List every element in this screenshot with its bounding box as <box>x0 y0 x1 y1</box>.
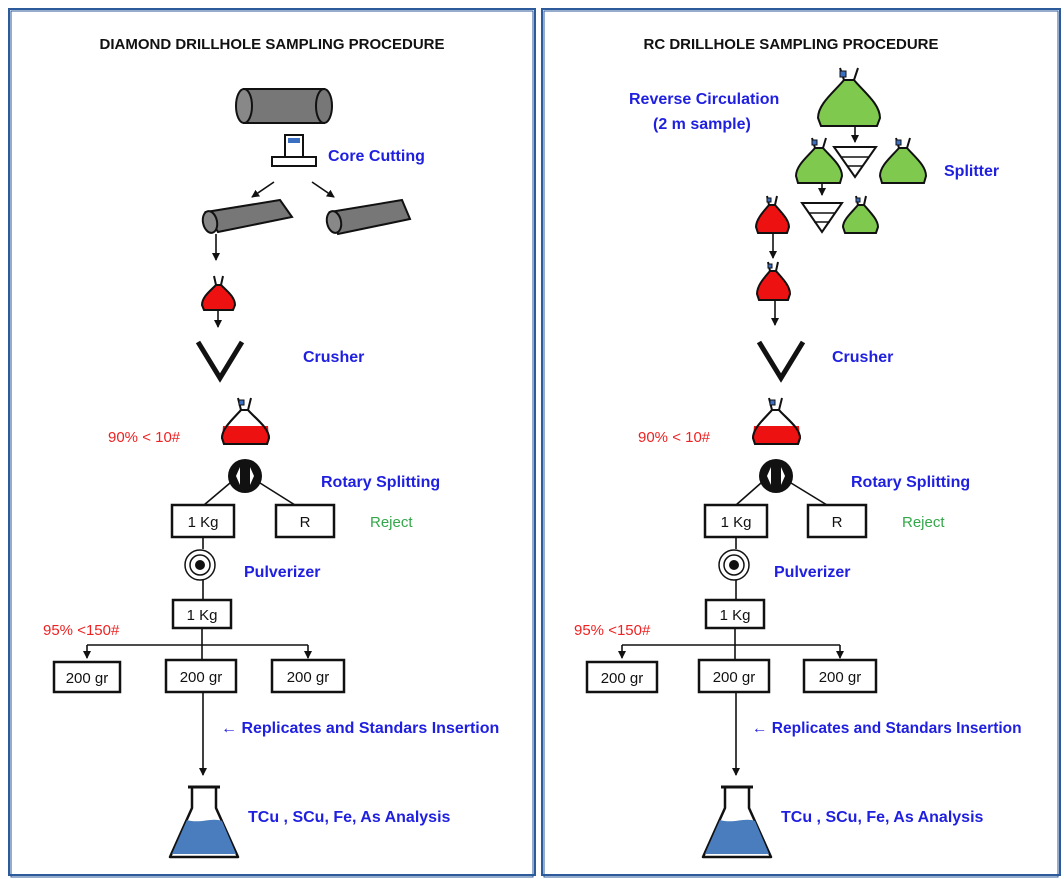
rc-analysis-label: TCu , SCu, Fe, As Analysis <box>781 809 984 826</box>
kg-box <box>170 503 236 539</box>
rc-panel-frame-inner <box>543 10 1059 878</box>
split-bag-green-small-icon <box>841 195 880 234</box>
rc-reject-box-label: R <box>832 514 843 531</box>
crusher-icon <box>195 340 245 383</box>
pulverizer-label: Pulverizer <box>244 564 320 581</box>
rc-kg-box <box>703 503 769 539</box>
split-bag-red-icon <box>754 195 791 234</box>
rc-split-box-b <box>697 658 771 694</box>
rc-panel-frame <box>541 8 1061 876</box>
rotary-splitting-label: Rotary Splitting <box>321 474 440 491</box>
split-bag-green-right-icon <box>878 137 928 184</box>
reject-box <box>274 503 336 539</box>
crusher-label: Crusher <box>303 349 364 366</box>
crush-spec-label: 90% < 10# <box>108 429 181 446</box>
rc-reject-box <box>806 503 868 539</box>
diamond-panel-frame-inner <box>10 10 534 878</box>
rc-sample-bag-icon <box>816 67 882 127</box>
rc-kg-box-2-label: 1 Kg <box>720 607 751 624</box>
rc-panel: RC DRILLHOLE SAMPLING PROCEDURE Reverse … <box>574 36 1022 859</box>
riffle-splitter-2-icon <box>800 202 844 234</box>
diamond-panel: DIAMOND DRILLHOLE SAMPLING PROCEDURE Cor… <box>43 36 499 859</box>
rotary-splitter-icon <box>228 459 262 493</box>
rc-title: RC DRILLHOLE SAMPLING PROCEDURE <box>643 36 938 53</box>
kg-box-2 <box>171 598 233 630</box>
rc-reject-label: Reject <box>902 514 945 531</box>
half-core-left-icon <box>201 198 294 234</box>
split-box-c-label: 200 gr <box>287 669 330 686</box>
kg-box-2-label: 1 Kg <box>187 607 218 624</box>
sample-size-label: (2 m sample) <box>653 116 751 133</box>
sample-bag-large-icon <box>220 397 271 445</box>
rc-crush-spec-label: 90% < 10# <box>638 429 711 446</box>
kg-box-label: 1 Kg <box>188 514 219 531</box>
rc-rotary-splitting-label: Rotary Splitting <box>851 474 970 491</box>
flask-icon <box>168 785 240 859</box>
rc-crusher-icon <box>756 340 806 383</box>
half-core-right-icon <box>325 198 412 236</box>
core-cutting-label: Core Cutting <box>328 148 425 165</box>
rc-split-box-c <box>802 658 878 694</box>
rc-split-box-c-label: 200 gr <box>819 669 862 686</box>
split-box-a-label: 200 gr <box>66 670 109 687</box>
rc-split-box-b-label: 200 gr <box>713 669 756 686</box>
analysis-label: TCu , SCu, Fe, As Analysis <box>248 809 451 826</box>
split-box-b <box>164 658 238 694</box>
rc-pulverizer-label: Pulverizer <box>774 564 850 581</box>
reject-box-label: R <box>300 514 311 531</box>
pulverize-spec-label: 95% <150# <box>43 622 120 639</box>
rc-qc-insertion-label: ← Replicates and Standars Insertion <box>752 720 1022 737</box>
split-box-a <box>52 660 122 694</box>
diamond-title: DIAMOND DRILLHOLE SAMPLING PROCEDURE <box>100 36 445 53</box>
splitter-label: Splitter <box>944 163 999 180</box>
reverse-circulation-label: Reverse Circulation <box>629 91 779 108</box>
riffle-splitter-icon <box>832 146 878 179</box>
drill-core-icon <box>235 88 333 124</box>
split-box-c <box>270 658 346 694</box>
rc-red-sample-bag-icon <box>755 261 792 301</box>
split-bag-green-left-icon <box>794 137 844 184</box>
split-box-b-label: 200 gr <box>180 669 223 686</box>
sample-bag-icon <box>200 275 237 311</box>
rc-flask-icon <box>701 785 773 859</box>
rc-kg-box-label: 1 Kg <box>721 514 752 531</box>
qc-insertion-label: ← Replicates and Standars Insertion <box>221 720 499 737</box>
reject-label: Reject <box>370 514 413 531</box>
rc-pulverizer-icon <box>718 549 750 581</box>
rc-pulverize-spec-label: 95% <150# <box>574 622 651 639</box>
rc-crusher-label: Crusher <box>832 349 893 366</box>
rc-sample-bag-large-icon <box>751 397 802 445</box>
rc-split-box-a-label: 200 gr <box>601 670 644 687</box>
diamond-panel-frame <box>8 8 536 876</box>
core-saw-icon <box>271 134 317 167</box>
rc-rotary-splitter-icon <box>759 459 793 493</box>
rc-split-box-a <box>585 660 659 694</box>
pulverizer-icon <box>184 549 216 581</box>
